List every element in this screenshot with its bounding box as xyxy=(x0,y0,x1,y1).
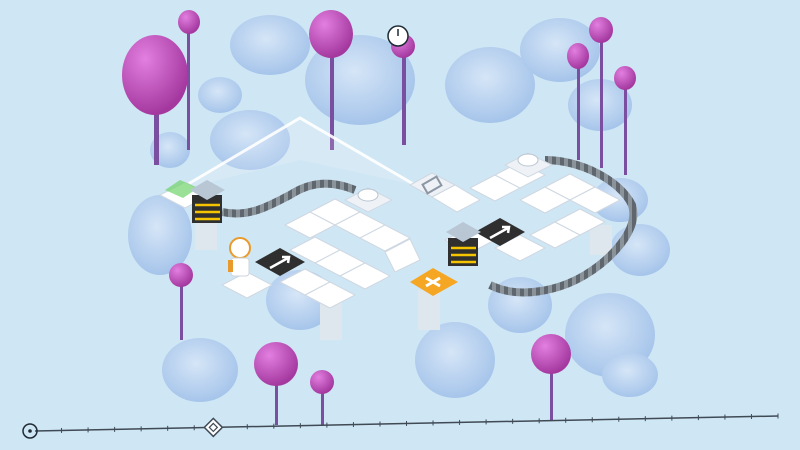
foreground xyxy=(169,263,571,425)
tree-trunk xyxy=(321,390,324,425)
tile-pillar xyxy=(590,225,612,255)
robot-player[interactable] xyxy=(228,237,251,277)
tile xyxy=(553,208,607,236)
tree-canopy xyxy=(614,66,636,90)
target-frame-icon xyxy=(421,175,443,195)
tree-canopy xyxy=(178,10,200,34)
timeline-marker-icon[interactable] xyxy=(203,417,224,438)
conveyor-belt xyxy=(221,179,357,218)
tree-trunk xyxy=(154,95,159,165)
tree-trunk xyxy=(577,60,580,160)
cloud xyxy=(602,353,658,397)
tile xyxy=(358,224,412,252)
cloud xyxy=(415,322,495,398)
tree-trunk xyxy=(600,38,603,168)
button-pad xyxy=(357,188,379,202)
tree-canopy xyxy=(567,43,589,69)
tree-canopy xyxy=(169,263,193,287)
tile-pillar xyxy=(320,300,342,340)
hazard-crate-top xyxy=(190,180,225,200)
timeline-start-icon xyxy=(22,423,38,439)
robot-head xyxy=(229,237,251,259)
hazard-stripes xyxy=(195,203,220,221)
tree-canopy xyxy=(531,334,571,374)
tree-trunk xyxy=(275,380,278,425)
conveyor-belt xyxy=(488,156,638,297)
robot-backpack xyxy=(228,260,233,272)
tree-canopy xyxy=(589,17,613,43)
tree-trunk xyxy=(402,50,406,145)
tile xyxy=(568,186,622,214)
cloud xyxy=(198,77,242,113)
tile xyxy=(430,184,482,213)
goal-tile xyxy=(165,180,198,198)
cloud xyxy=(230,15,310,75)
tree-trunk xyxy=(330,50,334,150)
tree-canopy xyxy=(254,342,298,386)
tree-trunk xyxy=(624,85,627,175)
tile xyxy=(384,238,421,273)
tree-canopy xyxy=(309,10,353,58)
tree-trunk xyxy=(550,370,553,420)
cloud xyxy=(162,338,238,402)
arrow-icon xyxy=(489,225,511,240)
tree-trunk xyxy=(187,30,190,150)
cloud xyxy=(210,110,290,170)
tree-canopy xyxy=(310,370,334,394)
background-trees xyxy=(122,10,636,175)
timeline[interactable] xyxy=(22,413,779,439)
hazard-stripes xyxy=(451,246,476,264)
tree-trunk xyxy=(180,280,183,340)
puzzle-island-left xyxy=(158,179,421,340)
tile-pillar xyxy=(418,290,440,330)
cloud xyxy=(445,47,535,123)
arrow-icon xyxy=(269,255,291,270)
tile xyxy=(303,281,357,309)
tree-canopy xyxy=(122,35,188,115)
puzzle-island-right xyxy=(408,152,638,330)
cloud xyxy=(128,195,192,275)
tile xyxy=(338,262,392,290)
button-pad xyxy=(517,153,539,167)
x-icon xyxy=(425,276,441,288)
robot-body xyxy=(230,257,250,277)
light-beam xyxy=(177,116,416,192)
hazard-crate-top xyxy=(446,222,481,242)
clock-icon[interactable] xyxy=(387,25,409,47)
timeline-ticks xyxy=(61,413,779,433)
cloud xyxy=(150,132,190,168)
cloud xyxy=(520,18,600,82)
